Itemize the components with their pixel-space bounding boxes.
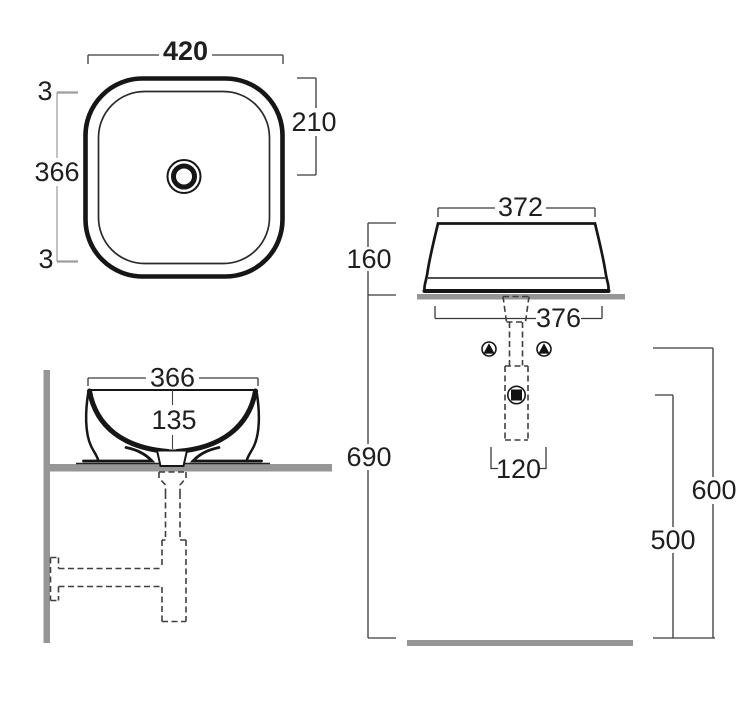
plan-width-dimension-label: 420: [163, 36, 208, 66]
plan-drain-dimension-line: [297, 77, 317, 176]
water-supply-left-icon: [481, 341, 497, 357]
side-height-dimension-label: 160: [346, 244, 391, 274]
plan-rim-top-label: 3: [37, 76, 52, 106]
side-drain-span-dimension-line: [490, 447, 547, 470]
front-foot-right: [189, 446, 263, 463]
plan-basin-inner-rim: [97, 90, 271, 265]
plan-depth-dimension-label: 366: [34, 157, 79, 187]
plan-drain-ring-icon: [171, 163, 197, 190]
side-base-width-dimension-label: 376: [536, 303, 581, 333]
front-bowl-wall-right: [174, 388, 258, 454]
plan-rim-bottom-label: 3: [38, 244, 53, 274]
side-top-width-dimension-line: [437, 207, 596, 217]
side-top-width-dimension-label: 372: [498, 192, 543, 222]
plan-view: 420 3 366 3 210: [34, 36, 337, 279]
side-counter-height-dimension-label: 690: [346, 442, 391, 472]
plan-basin-outer-rim: [83, 76, 285, 279]
front-foot-left: [82, 446, 156, 463]
front-depth-dimension-label: 135: [151, 405, 196, 435]
plan-width-dimension-line: [87, 54, 284, 64]
side-height-dimension-lines: [367, 222, 396, 639]
side-counter-surface: [417, 294, 625, 300]
waste-outlet-icon: [506, 385, 526, 405]
counter-surface: [50, 464, 332, 472]
plan-rim-offset-ticks: [57, 91, 78, 263]
front-width-dimension-label: 366: [150, 363, 195, 393]
side-base-width-dimension-line: [434, 306, 603, 320]
plan-drain-dimension-label: 210: [291, 107, 336, 137]
floor-surface: [407, 640, 633, 646]
side-supply-height-dimension-label: 600: [691, 475, 736, 505]
front-width-dimension-line: [87, 377, 259, 386]
side-basin-body: [423, 222, 610, 293]
side-drain-piping: [502, 295, 530, 441]
front-outer-edge-right: [245, 389, 261, 461]
front-outer-edge-left: [84, 389, 100, 461]
water-supply-right-icon: [536, 341, 552, 357]
plan-drain-icon: [166, 159, 202, 194]
wall-surface: [43, 370, 50, 643]
side-drain-span-dimension-label: 120: [496, 454, 541, 484]
front-trap-piping: [49, 471, 187, 623]
side-elevation-view: 372 160 690 376 120: [346, 192, 737, 646]
side-outlet-height-dimension-label: 500: [650, 525, 695, 555]
front-section-view: 366 135: [43, 363, 332, 643]
side-connection-height-dimension-lines: [653, 347, 715, 639]
front-bowl-wall-left: [87, 388, 171, 454]
front-drain-fitting: [155, 449, 189, 467]
